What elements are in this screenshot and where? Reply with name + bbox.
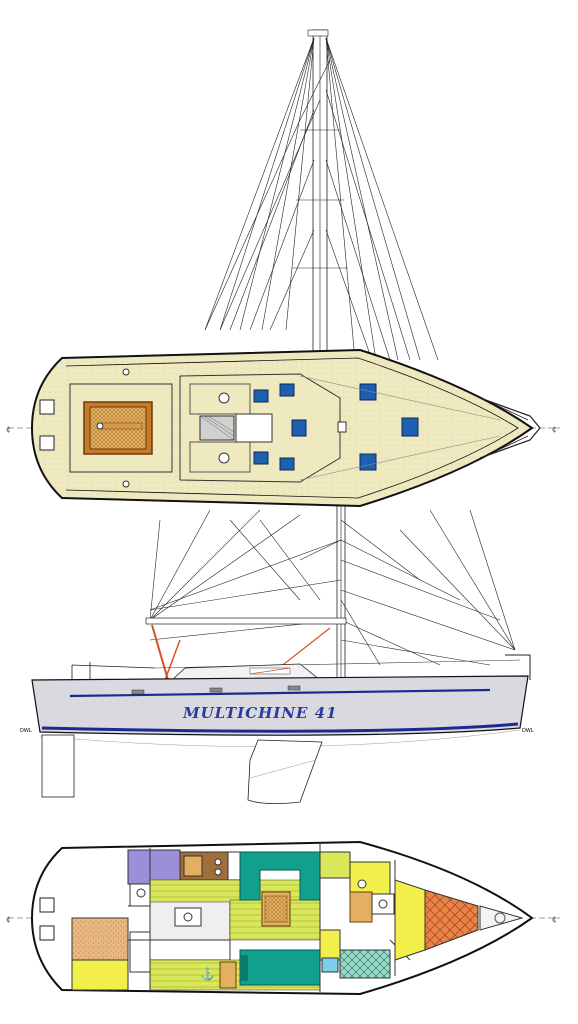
hatch <box>401 417 419 437</box>
cl-mark-interior-right: ¢ <box>552 915 557 924</box>
profile-view: MULTICHINE 41 DWL DWL <box>20 654 534 804</box>
cl-mark-deck-left: ¢ <box>6 425 11 434</box>
hatch <box>279 383 295 397</box>
rig-sail-plan <box>145 29 516 681</box>
saloon-sole <box>149 879 321 903</box>
cl-mark-deck-right: ¢ <box>552 425 557 434</box>
sheer-stripe <box>69 688 491 698</box>
hatch <box>291 419 307 437</box>
boom <box>145 617 347 625</box>
boot-stripe <box>41 722 519 733</box>
keel <box>247 739 323 804</box>
hull-name-label: MULTICHINE 41 <box>182 704 338 722</box>
interior-layout: ¢ ¢ <box>6 840 560 996</box>
sheet-aft <box>151 624 169 681</box>
dwl-mark-aft: DWL <box>20 728 32 734</box>
hatch <box>279 457 295 471</box>
svg-text:⚓: ⚓ <box>200 967 215 981</box>
hatch <box>253 389 269 403</box>
rudder <box>41 734 75 798</box>
dwl-mark-fwd: DWL <box>522 728 534 734</box>
hatch <box>359 383 377 401</box>
hatch <box>253 451 269 465</box>
deck-plan: ¢ ¢ <box>6 348 560 508</box>
cl-mark-interior-left: ¢ <box>6 915 11 924</box>
hatch <box>359 453 377 471</box>
